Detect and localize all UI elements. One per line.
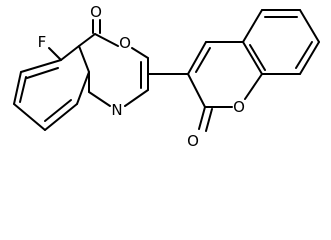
bond <box>78 33 96 47</box>
bond <box>124 89 149 107</box>
bond <box>187 41 207 75</box>
bond <box>295 41 313 69</box>
bond <box>187 73 206 108</box>
bond <box>205 108 213 132</box>
bond <box>88 91 111 107</box>
fluorine-bond <box>48 47 62 61</box>
bond <box>198 106 206 130</box>
bond <box>244 73 263 100</box>
bond <box>299 9 320 43</box>
bond <box>20 59 62 73</box>
bond <box>242 41 263 75</box>
oxazinone-ring-nitrogen-label: N <box>111 101 122 119</box>
bond <box>26 67 59 79</box>
bond <box>44 99 72 122</box>
fluorine-label: F <box>38 33 47 51</box>
oxazinone-ring <box>78 33 149 107</box>
molecule-structure: F O O N O O <box>13 3 320 150</box>
bond <box>299 41 320 75</box>
bond <box>195 47 211 73</box>
coumarin-carbonyl <box>198 106 213 132</box>
oxazinone-carbonyl-oxygen-label: O <box>90 3 102 21</box>
bond <box>19 76 27 103</box>
oxazinone-ring-oxygen-label: O <box>119 34 131 52</box>
bond <box>44 103 78 131</box>
benzoxazinone-benzene-ring <box>13 45 90 131</box>
bond <box>76 71 90 105</box>
bond <box>13 103 46 131</box>
bond <box>94 33 119 47</box>
oxazinone-carbonyl <box>92 19 101 34</box>
coumarin-pyranone-ring <box>187 41 263 108</box>
bond <box>131 47 149 59</box>
coumarin-carbonyl-oxygen-label: O <box>187 132 199 150</box>
coumarin-benzene-ring <box>242 9 320 75</box>
coumarin-ring-oxygen-label: O <box>233 98 245 116</box>
bond <box>13 71 22 105</box>
bond <box>242 9 263 43</box>
bond <box>60 45 80 61</box>
bond <box>249 44 266 71</box>
bond <box>78 45 90 73</box>
